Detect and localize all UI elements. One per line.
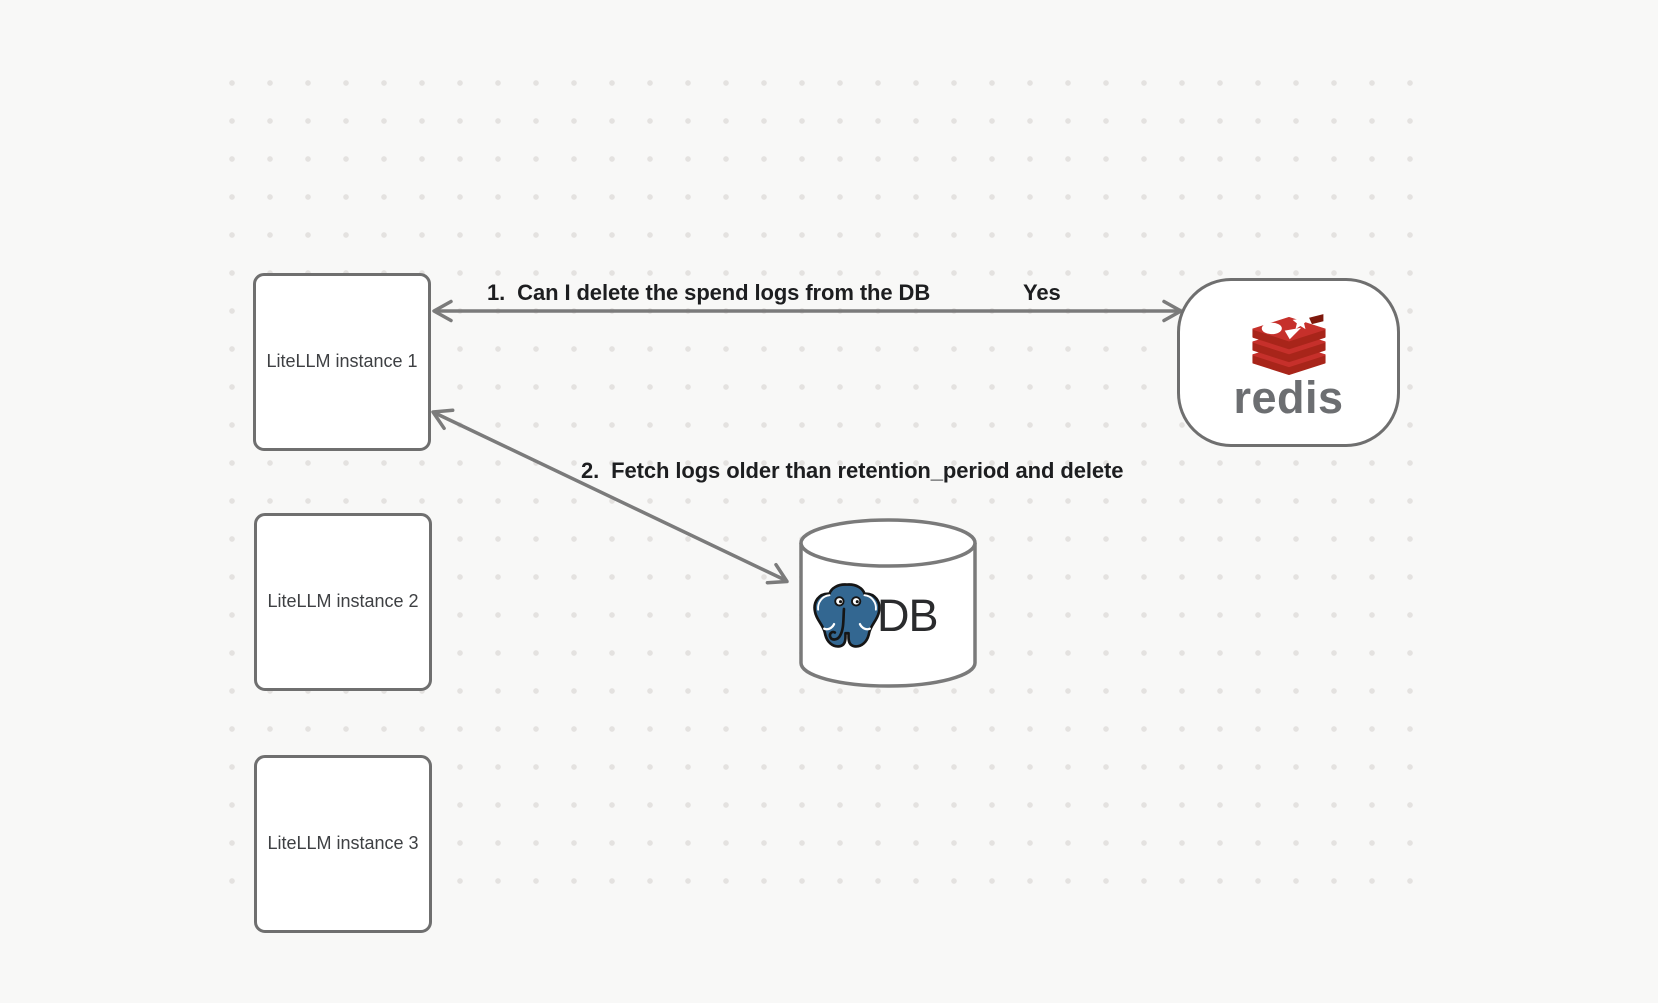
node-litellm-instance-2[interactable]: LiteLLM instance 2 <box>254 513 432 691</box>
litellm-instance-3-label: LiteLLM instance 3 <box>267 833 419 854</box>
litellm-instance-2-label: LiteLLM instance 2 <box>267 591 419 612</box>
edge-label-redis-response[interactable]: Yes <box>1023 280 1061 305</box>
edge-label-redis-query[interactable]: 1. Can I delete the spend logs from the … <box>487 280 931 305</box>
edge-label-db-fetch[interactable]: 2. Fetch logs older than retention_perio… <box>581 458 1124 483</box>
database-content: DB <box>809 577 939 653</box>
redis-wordmark: redis <box>1233 372 1344 423</box>
litellm-instance-1-label: LiteLLM instance 1 <box>266 351 418 372</box>
node-redis[interactable]: redis <box>1177 278 1400 447</box>
redis-logo-icon <box>1251 314 1326 376</box>
node-database[interactable]: DB <box>795 515 981 693</box>
node-litellm-instance-1[interactable]: LiteLLM instance 1 <box>253 273 431 451</box>
database-cylinder-icon <box>799 518 977 688</box>
database-label: DB <box>877 589 939 641</box>
node-litellm-instance-3[interactable]: LiteLLM instance 3 <box>254 755 432 933</box>
postgresql-elephant-icon <box>813 583 881 648</box>
